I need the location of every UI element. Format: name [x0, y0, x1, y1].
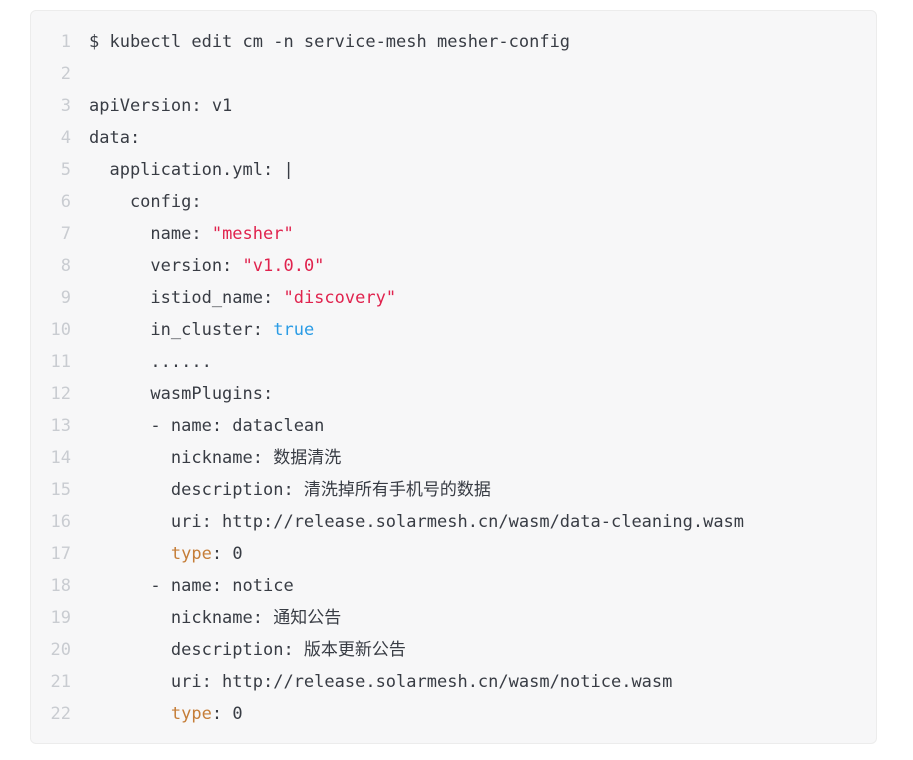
- string-token: "v1.0.0": [242, 256, 325, 276]
- code-token: - name: dataclean: [89, 416, 325, 436]
- code-line: 4 data:: [31, 122, 866, 154]
- code-token: uri: http://release.solarmesh.cn/wasm/da…: [89, 512, 745, 532]
- code-line: 3 apiVersion: v1: [31, 90, 866, 122]
- code-line: 9 istiod_name: "discovery": [31, 282, 866, 314]
- code-line: 21 uri: http://release.solarmesh.cn/wasm…: [31, 666, 866, 698]
- code-line: 20 description: 版本更新公告: [31, 634, 866, 666]
- line-number: 13: [50, 416, 71, 436]
- line-number: 15: [50, 480, 71, 500]
- code-text: name: "mesher": [89, 218, 294, 250]
- code-line: 13 - name: dataclean: [31, 410, 866, 442]
- code-token: ......: [89, 352, 212, 372]
- line-number: 17: [50, 544, 71, 564]
- code-line: 8 version: "v1.0.0": [31, 250, 866, 282]
- code-token: [89, 544, 171, 564]
- code-text: nickname: 通知公告: [89, 602, 341, 634]
- code-text: - name: notice: [89, 570, 294, 602]
- line-number: 21: [50, 672, 71, 692]
- code-line: 10 in_cluster: true: [31, 314, 866, 346]
- code-token: application.yml: |: [89, 160, 294, 180]
- code-line: 2: [31, 58, 866, 90]
- code-text: in_cluster: true: [89, 314, 314, 346]
- code-token: - name: notice: [89, 576, 294, 596]
- code-line: 1 $ kubectl edit cm -n service-mesh meshe…: [31, 26, 866, 58]
- code-text: application.yml: |: [89, 154, 294, 186]
- boolean-token: true: [273, 320, 315, 340]
- code-text: - name: dataclean: [89, 410, 324, 442]
- code-token: nickname: 通知公告: [89, 608, 342, 628]
- code-line: 7 name: "mesher": [31, 218, 866, 250]
- code-token: istiod_name:: [89, 288, 284, 308]
- line-number: 6: [60, 192, 71, 212]
- code-line: 17 type: 0: [31, 538, 866, 570]
- code-line: 19 nickname: 通知公告: [31, 602, 866, 634]
- keyword-token: type: [170, 704, 212, 724]
- code-text: istiod_name: "discovery": [89, 282, 396, 314]
- code-token: version:: [89, 256, 243, 276]
- code-line: 22 type: 0: [31, 698, 866, 730]
- line-number: 9: [60, 288, 71, 308]
- line-number: 4: [60, 128, 71, 148]
- code-text: version: "v1.0.0": [89, 250, 324, 282]
- code-text: ......: [89, 346, 212, 378]
- code-line: 11 ......: [31, 346, 866, 378]
- line-number: 3: [60, 96, 71, 116]
- line-number: 14: [50, 448, 71, 468]
- line-number: 19: [50, 608, 71, 628]
- code-text: wasmPlugins:: [89, 378, 273, 410]
- code-token: : 0: [211, 704, 243, 724]
- code-text: apiVersion: v1: [89, 90, 232, 122]
- code-block: 1 $ kubectl edit cm -n service-mesh meshe…: [30, 10, 877, 744]
- code-text: description: 版本更新公告: [89, 634, 406, 666]
- code-token: description: 版本更新公告: [89, 640, 406, 660]
- line-number: 10: [50, 320, 71, 340]
- code-text: $ kubectl edit cm -n service-mesh mesher…: [89, 26, 570, 58]
- string-token: "mesher": [211, 224, 294, 244]
- code-text: description: 清洗掉所有手机号的数据: [89, 474, 491, 506]
- line-number: 11: [50, 352, 71, 372]
- line-number: 16: [50, 512, 71, 532]
- line-number: 22: [50, 704, 71, 724]
- code-line: 6 config:: [31, 186, 866, 218]
- code-text: uri: http://release.solarmesh.cn/wasm/no…: [89, 666, 673, 698]
- code-token: [89, 704, 171, 724]
- code-token: wasmPlugins:: [89, 384, 274, 404]
- code-text: nickname: 数据清洗: [89, 442, 341, 474]
- code-text: uri: http://release.solarmesh.cn/wasm/da…: [89, 506, 744, 538]
- line-number: 18: [50, 576, 71, 596]
- code-token: uri: http://release.solarmesh.cn/wasm/no…: [89, 672, 673, 692]
- string-token: "discovery": [283, 288, 397, 308]
- line-number: 8: [60, 256, 71, 276]
- code-token: : 0: [211, 544, 243, 564]
- line-number: 2: [60, 64, 71, 84]
- code-token: name:: [89, 224, 212, 244]
- code-token: apiVersion: v1: [89, 96, 233, 116]
- code-token: in_cluster:: [89, 320, 274, 340]
- code-line: 15 description: 清洗掉所有手机号的数据: [31, 474, 866, 506]
- code-token: description: 清洗掉所有手机号的数据: [89, 480, 491, 500]
- line-number: 5: [60, 160, 71, 180]
- line-number: 20: [50, 640, 71, 660]
- keyword-token: type: [170, 544, 212, 564]
- line-number: 12: [50, 384, 71, 404]
- code-token: config:: [89, 192, 202, 212]
- code-text: data:: [89, 122, 140, 154]
- line-number: 7: [60, 224, 71, 244]
- code-text: config:: [89, 186, 202, 218]
- code-token: $ kubectl edit cm -n service-mesh mesher…: [89, 32, 571, 52]
- code-line: 12 wasmPlugins:: [31, 378, 866, 410]
- code-line: 5 application.yml: |: [31, 154, 866, 186]
- code-token: nickname: 数据清洗: [89, 448, 342, 468]
- line-number: 1: [60, 32, 71, 52]
- code-text: type: 0: [89, 538, 243, 570]
- code-token: data:: [89, 128, 141, 148]
- code-line: 18 - name: notice: [31, 570, 866, 602]
- code-line: 14 nickname: 数据清洗: [31, 442, 866, 474]
- code-line: 16 uri: http://release.solarmesh.cn/wasm…: [31, 506, 866, 538]
- code-text: type: 0: [89, 698, 243, 730]
